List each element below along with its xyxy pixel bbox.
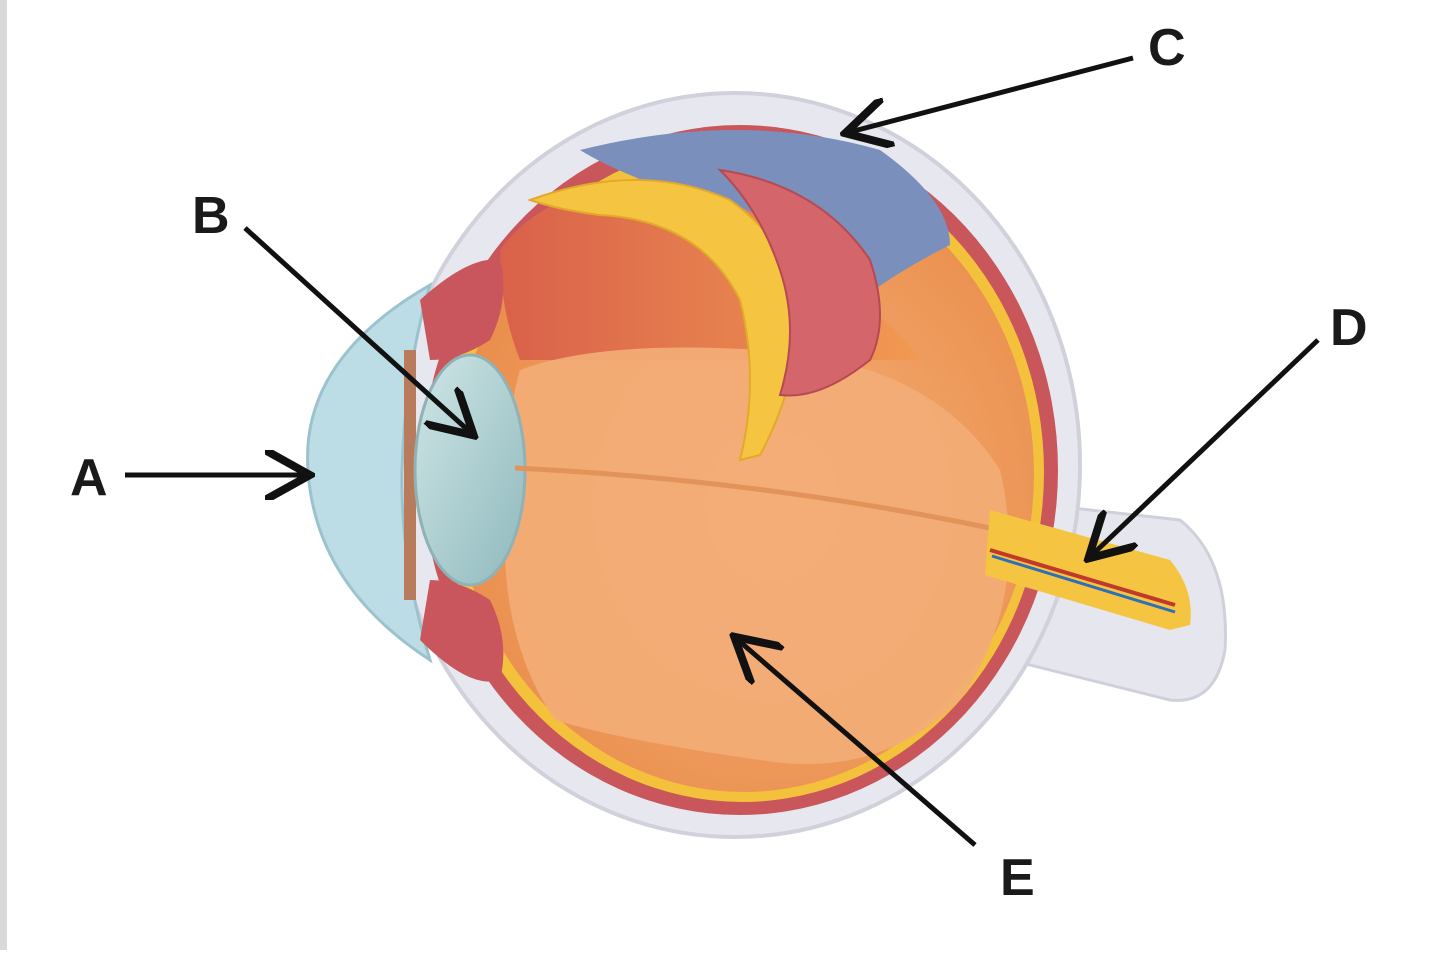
lens — [413, 353, 527, 587]
ciliary-body-top — [420, 259, 504, 360]
label-e: E — [1000, 849, 1035, 907]
label-a: A — [70, 449, 108, 507]
arrow-b — [243, 226, 470, 432]
label-d: D — [1330, 299, 1368, 357]
frame-edge — [0, 0, 7, 950]
retina-flap — [526, 179, 802, 462]
label-c: C — [1148, 19, 1186, 77]
central-vessels — [989, 548, 1176, 607]
arrow-c — [850, 55, 1134, 132]
arrow-e — [738, 640, 977, 847]
choroid-flap — [717, 168, 881, 397]
label-b: B — [192, 187, 230, 245]
ciliary-body-bottom — [420, 580, 504, 682]
vitreous-body — [504, 347, 1009, 764]
central-vessels-blue — [991, 554, 1176, 614]
iris — [404, 350, 416, 600]
arrow-d — [1092, 338, 1320, 555]
section-line — [514, 465, 991, 531]
